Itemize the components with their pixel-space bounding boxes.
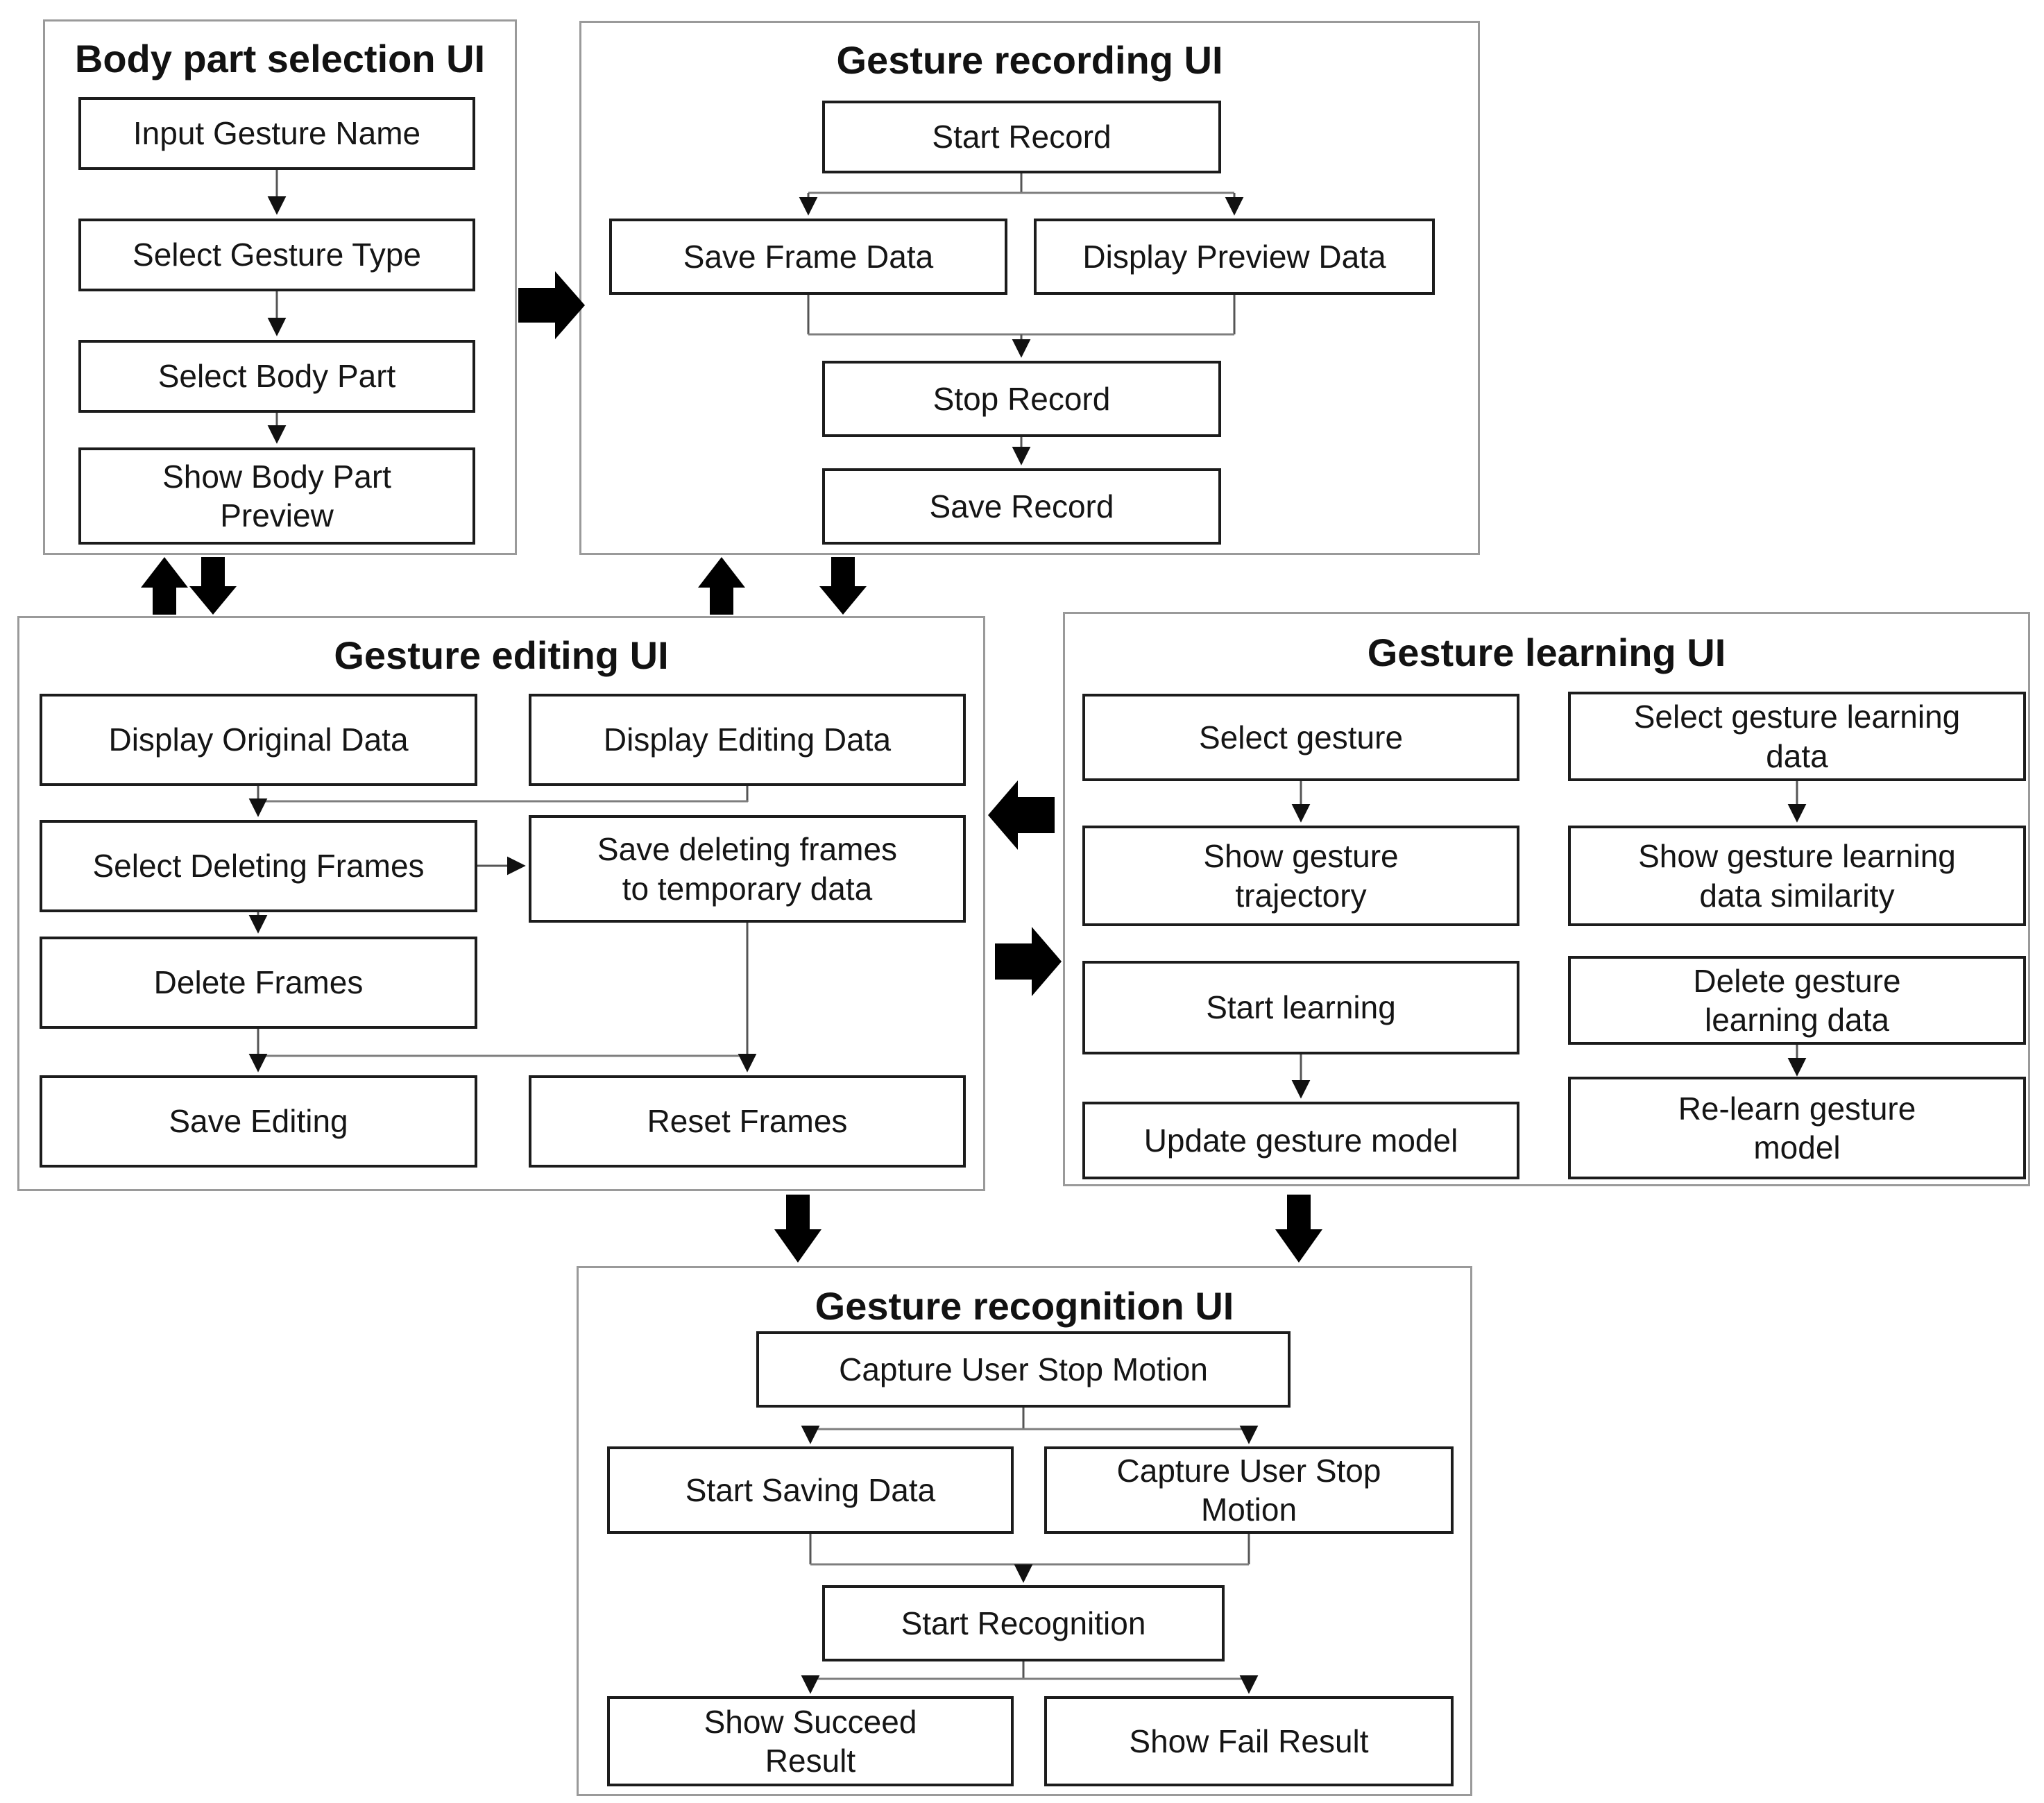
node-select-gesture: Select gesture xyxy=(1082,694,1519,781)
node-save-record: Save Record xyxy=(822,468,1221,545)
title-gesture-recognition: Gesture recognition UI xyxy=(815,1284,1234,1328)
node-start-recognition: Start Recognition xyxy=(822,1585,1225,1661)
node-save-frame-data: Save Frame Data xyxy=(609,219,1007,295)
node-display-original-data: Display Original Data xyxy=(40,694,477,786)
big-arrow-down-selection-to-editing-icon xyxy=(189,557,237,615)
node-show-fail-result: Show Fail Result xyxy=(1044,1696,1454,1786)
node-capture-user-stop-motion-2: Capture User Stop Motion xyxy=(1044,1446,1454,1534)
title-gesture-recording: Gesture recording UI xyxy=(836,38,1223,82)
node-stop-record: Stop Record xyxy=(822,361,1221,437)
big-arrow-up-editing-to-recording-icon xyxy=(698,557,745,615)
node-select-body-part: Select Body Part xyxy=(78,340,475,413)
node-start-learning: Start learning xyxy=(1082,961,1519,1054)
node-input-gesture-name: Input Gesture Name xyxy=(78,97,475,170)
node-show-succeed-result: Show Succeed Result xyxy=(607,1696,1014,1786)
title-gesture-learning: Gesture learning UI xyxy=(1367,631,1726,674)
node-select-gesture-type: Select Gesture Type xyxy=(78,219,475,291)
node-select-deleting-frames: Select Deleting Frames xyxy=(40,820,477,912)
title-body-part-selection: Body part selection UI xyxy=(74,37,486,80)
big-arrow-down-editing-to-recognition-icon xyxy=(774,1195,821,1263)
gesture-recognition-connectors xyxy=(801,1408,1259,1694)
node-capture-user-stop-motion-1: Capture User Stop Motion xyxy=(756,1331,1291,1408)
node-select-gesture-learning-data: Select gesture learning data xyxy=(1568,692,2026,781)
node-save-deleting-frames-temp: Save deleting frames to temporary data xyxy=(529,815,966,923)
node-start-saving-data: Start Saving Data xyxy=(607,1446,1014,1534)
node-start-record: Start Record xyxy=(822,101,1221,173)
node-show-gesture-learning-data-similarity: Show gesture learning data similarity xyxy=(1568,826,2026,926)
node-reset-frames: Reset Frames xyxy=(529,1075,966,1168)
gesture-recording-connectors xyxy=(799,173,1244,465)
node-show-gesture-trajectory: Show gesture trajectory xyxy=(1082,826,1519,926)
big-arrow-right-editing-to-learning-icon xyxy=(995,927,1062,996)
big-arrow-right-selection-to-recording-icon xyxy=(518,271,585,339)
big-arrow-down-learning-to-recognition-icon xyxy=(1275,1195,1322,1263)
node-show-body-part-preview: Show Body Part Preview xyxy=(78,447,475,545)
big-arrow-up-editing-to-selection-icon xyxy=(141,557,188,615)
node-relearn-gesture-model: Re-learn gesture model xyxy=(1568,1077,2026,1179)
node-display-editing-data: Display Editing Data xyxy=(529,694,966,786)
node-delete-frames: Delete Frames xyxy=(40,937,477,1029)
node-display-preview-data: Display Preview Data xyxy=(1034,219,1435,295)
gesture-editing-connectors xyxy=(248,786,757,1073)
big-arrow-down-recording-to-editing-icon xyxy=(819,557,867,615)
big-arrow-left-learning-to-editing-icon xyxy=(988,780,1055,850)
node-delete-gesture-learning-data: Delete gesture learning data xyxy=(1568,956,2026,1045)
gesture-learning-connectors xyxy=(1291,781,1807,1099)
node-update-gesture-model: Update gesture model xyxy=(1082,1102,1519,1179)
node-save-editing: Save Editing xyxy=(40,1075,477,1168)
title-gesture-editing: Gesture editing UI xyxy=(334,633,669,677)
